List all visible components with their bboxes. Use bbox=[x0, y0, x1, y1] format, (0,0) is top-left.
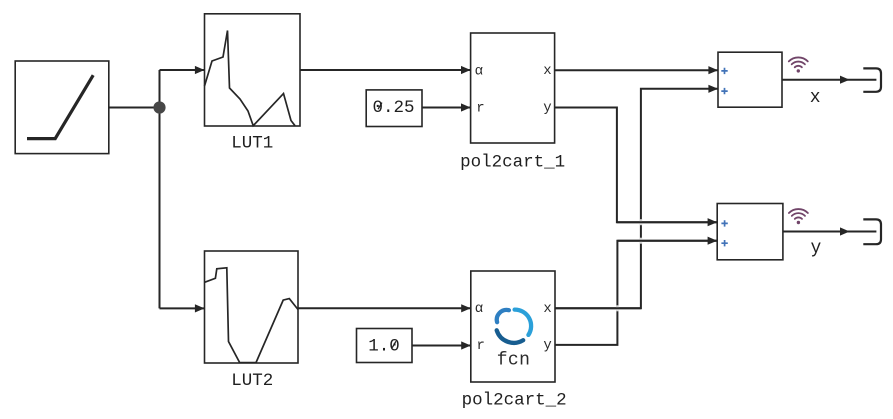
svg-text:LUT1: LUT1 bbox=[231, 134, 273, 154]
svg-text:pol2cart_2: pol2cart_2 bbox=[462, 391, 567, 411]
svg-text:0.25: 0.25 bbox=[372, 98, 414, 118]
svg-text:pol2cart_1: pol2cart_1 bbox=[460, 153, 565, 173]
svg-text:r: r bbox=[477, 338, 485, 354]
svg-text:fcn: fcn bbox=[497, 351, 531, 371]
svg-text:α: α bbox=[475, 63, 483, 79]
svg-text:r: r bbox=[476, 100, 484, 116]
svg-text:α: α bbox=[475, 301, 483, 317]
svg-text:x: x bbox=[543, 301, 551, 317]
svg-text:x: x bbox=[543, 63, 551, 79]
svg-text:x: x bbox=[810, 88, 821, 108]
svg-text:y: y bbox=[543, 338, 551, 354]
svg-text:y: y bbox=[543, 100, 551, 116]
svg-text:1.0: 1.0 bbox=[368, 337, 400, 357]
svg-text:y: y bbox=[811, 238, 822, 258]
svg-text:LUT2: LUT2 bbox=[231, 371, 273, 391]
